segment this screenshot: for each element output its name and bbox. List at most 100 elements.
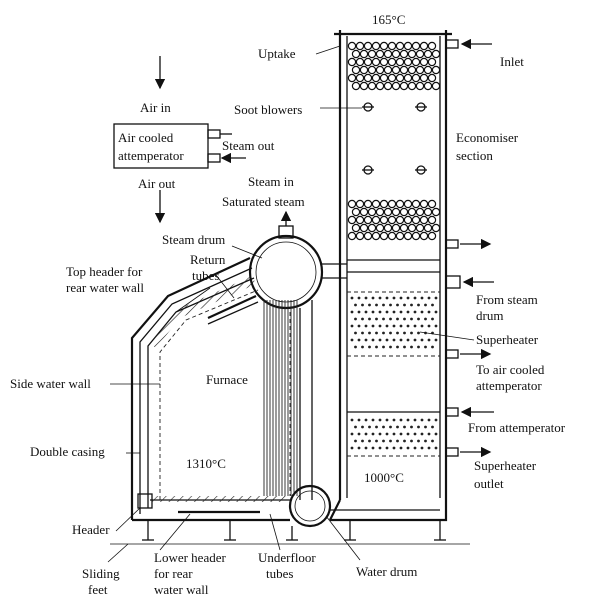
economiser-tube bbox=[431, 223, 441, 233]
superheater-tube bbox=[406, 310, 410, 314]
superheater-tube bbox=[406, 296, 410, 300]
label-soot-blowers: Soot blowers bbox=[234, 102, 302, 117]
superheater-tube bbox=[403, 345, 406, 349]
superheater-tube bbox=[420, 446, 424, 450]
economiser-tube bbox=[415, 81, 425, 91]
label-lower-header-line2: for rear bbox=[154, 566, 193, 581]
superheater-tube bbox=[361, 345, 364, 349]
economiser-tube bbox=[399, 65, 409, 75]
label-top-header-line1: Top header for bbox=[66, 264, 143, 279]
superheater-tube bbox=[410, 303, 413, 307]
superheater-tube bbox=[403, 317, 406, 321]
superheater-tube bbox=[427, 338, 431, 342]
economiser-tube bbox=[407, 223, 417, 233]
labels: 165°C Uptake Inlet Air in Soot blowers A… bbox=[10, 12, 566, 597]
economiser-tube bbox=[383, 207, 393, 217]
economiser-tube bbox=[371, 57, 381, 67]
label-air-in: Air in bbox=[140, 100, 171, 115]
air-cooled-attemperator bbox=[113, 56, 246, 224]
economiser-tube bbox=[355, 215, 365, 225]
superheater-tube bbox=[371, 324, 375, 328]
superheater-tube bbox=[385, 446, 389, 450]
economiser-tube bbox=[407, 81, 417, 91]
superheater-tube bbox=[364, 432, 368, 436]
economiser-tube bbox=[347, 231, 357, 241]
superheater-tube bbox=[431, 345, 434, 349]
superheater-tube bbox=[375, 345, 378, 349]
superheater-tube bbox=[410, 345, 413, 349]
superheater-tube bbox=[357, 324, 361, 328]
superheater-tube bbox=[424, 317, 427, 321]
superheater-tube bbox=[417, 317, 420, 321]
economiser-tube bbox=[347, 57, 357, 67]
superheater-tube bbox=[371, 338, 375, 342]
superheater-tube bbox=[385, 296, 389, 300]
economiser-tube bbox=[415, 49, 425, 59]
superheater-tube bbox=[368, 425, 371, 429]
label-temp-lower: 1000°C bbox=[364, 470, 404, 485]
superheater-tube bbox=[410, 439, 413, 443]
economiser-tube bbox=[431, 49, 441, 59]
superheater-tube bbox=[392, 418, 396, 422]
economiser-tube bbox=[355, 57, 365, 67]
economiser-tube bbox=[391, 81, 401, 91]
economiser-tube bbox=[391, 49, 401, 59]
superheater-tube bbox=[354, 317, 357, 321]
superheater-tube bbox=[399, 310, 403, 314]
superheater-tube bbox=[424, 345, 427, 349]
superheater-tube bbox=[417, 439, 420, 443]
economiser-tube bbox=[395, 41, 405, 51]
superheater-tube bbox=[354, 439, 357, 443]
economiser-tube bbox=[355, 231, 365, 241]
superheater-tube bbox=[434, 338, 438, 342]
superheater-tube bbox=[350, 432, 354, 436]
economiser-tube bbox=[395, 73, 405, 83]
superheater-tube bbox=[364, 418, 368, 422]
economiser-tube bbox=[395, 215, 405, 225]
superheater-tube bbox=[410, 331, 413, 335]
superheater-tube bbox=[403, 425, 406, 429]
superheater-tube bbox=[361, 331, 364, 335]
superheater-tube bbox=[364, 324, 368, 328]
superheater-tube bbox=[434, 296, 438, 300]
superheater-tube bbox=[350, 324, 354, 328]
economiser-tube bbox=[351, 207, 361, 217]
economiser-tube bbox=[411, 199, 421, 209]
return-tubes bbox=[207, 295, 259, 325]
economiser-tube bbox=[375, 223, 385, 233]
superheater-tube bbox=[410, 317, 413, 321]
superheater-tube bbox=[385, 338, 389, 342]
superheater-tube bbox=[420, 310, 424, 314]
superheater-tube bbox=[378, 324, 382, 328]
economiser-tube bbox=[383, 49, 393, 59]
side-water-wall bbox=[159, 289, 291, 500]
rear-water-wall-tubes bbox=[263, 300, 298, 496]
economiser-tube bbox=[391, 207, 401, 217]
economiser-tube bbox=[431, 81, 441, 91]
economiser-tube bbox=[351, 223, 361, 233]
economiser-tube bbox=[359, 65, 369, 75]
superheater-tube bbox=[399, 324, 403, 328]
economiser-tube bbox=[415, 223, 425, 233]
economiser-tube bbox=[427, 73, 437, 83]
economiser-tube bbox=[375, 65, 385, 75]
superheater-tube bbox=[427, 310, 431, 314]
label-attemperator-line2: attemperator bbox=[118, 148, 184, 163]
label-temp-top: 165°C bbox=[372, 12, 405, 27]
economiser-tube bbox=[363, 73, 373, 83]
economiser-tube bbox=[431, 207, 441, 217]
superheater-tube-dots bbox=[350, 296, 438, 450]
economiser-tube bbox=[347, 41, 357, 51]
economiser-tube bbox=[371, 231, 381, 241]
label-underfloor-line1: Underfloor bbox=[258, 550, 316, 565]
economiser-tube bbox=[367, 223, 377, 233]
superheater-tube bbox=[368, 331, 371, 335]
economiser-tube bbox=[359, 81, 369, 91]
superheater-tube bbox=[361, 439, 364, 443]
label-sliding-feet-line1: Sliding bbox=[82, 566, 120, 581]
economiser-tube bbox=[387, 41, 397, 51]
superheater-tube bbox=[427, 418, 431, 422]
superheater-tube bbox=[403, 303, 406, 307]
label-top-header-line2: rear water wall bbox=[66, 280, 144, 295]
label-underfloor-line2: tubes bbox=[266, 566, 293, 581]
